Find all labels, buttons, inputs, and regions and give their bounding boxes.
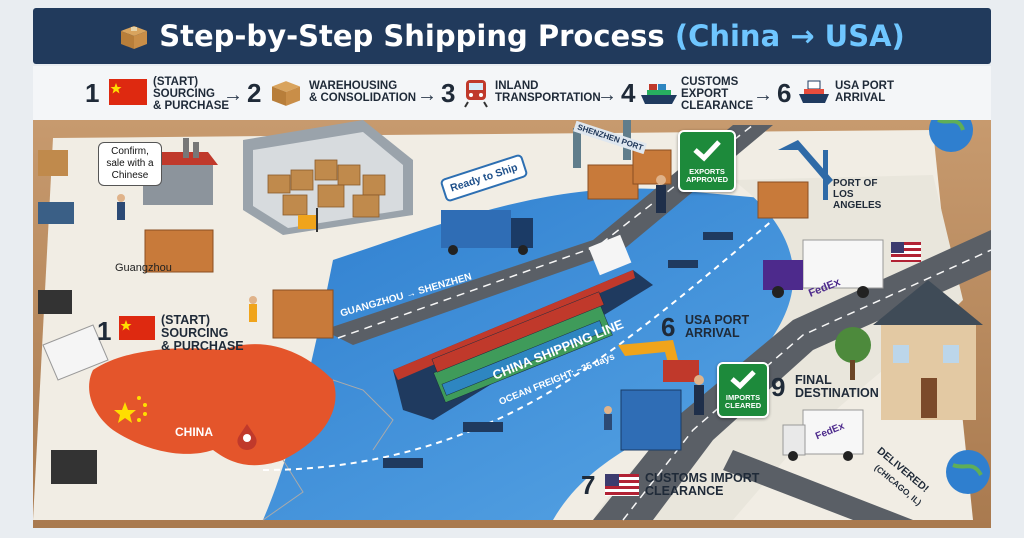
scene-step-number-1: 1	[97, 316, 112, 346]
ship-icon	[641, 84, 677, 104]
scene-illustration	[33, 120, 991, 528]
check-icon	[693, 140, 721, 162]
callout-bubble: Confirm, sale with a Chinese	[98, 142, 162, 186]
page-title: Step-by-Step Shipping Process (China → U…	[33, 8, 991, 64]
china-flag-icon	[109, 79, 147, 105]
step-number: 2	[247, 78, 262, 108]
step-number: 1	[85, 78, 100, 108]
imports-cleared-badge: IMPORTS CLEARED	[717, 362, 769, 418]
title-main: Step-by-Step Shipping Process	[159, 19, 665, 53]
city-label-guangzhou: Guangzhou	[115, 262, 172, 274]
usa-flag-icon	[605, 474, 639, 496]
step-arrow: →	[417, 84, 437, 106]
exports-approved-badge: EXPORTS APPROVED	[678, 130, 736, 192]
step-number: 3	[441, 78, 456, 108]
step-label: WAREHOUSING& CONSOLIDATION	[309, 80, 417, 104]
step-label: (START)SOURCING& PURCHASE	[153, 76, 230, 112]
scene-step-label-1: (START)SOURCING& PURCHASE	[161, 313, 244, 353]
shipping-scene: Confirm, sale with a Chinese Guangzhou R…	[33, 120, 991, 528]
step-arrow: →	[597, 84, 617, 106]
step-arrow: →	[223, 84, 243, 106]
step-number: 6	[777, 78, 792, 108]
steps-row: 1 (START)SOURCING& PURCHASE → 2 WAREHOUS…	[33, 66, 991, 120]
check-icon	[730, 370, 756, 390]
step-2: 2 WAREHOUSING& CONSOLIDATION	[247, 66, 447, 120]
step-1: 1 (START)SOURCING& PURCHASE	[85, 66, 275, 120]
train-icon	[464, 80, 488, 108]
china-flag-icon	[119, 316, 155, 340]
title-route: (China → USA)	[674, 19, 905, 53]
country-label-china: CHINA	[175, 425, 213, 439]
box-icon	[272, 81, 300, 106]
step-arrow: →	[753, 84, 773, 106]
scene-step-number-7: 7	[581, 470, 596, 500]
ship-icon	[799, 80, 829, 103]
step-number: 4	[621, 78, 636, 108]
scene-step-number-6: 6	[661, 312, 676, 342]
title-bar: Step-by-Step Shipping Process (China → U…	[33, 8, 991, 64]
port-la-label: PORT OF LOS ANGELES	[833, 178, 882, 211]
box-icon	[121, 26, 148, 49]
scene-step-number-9: 9	[771, 372, 786, 402]
